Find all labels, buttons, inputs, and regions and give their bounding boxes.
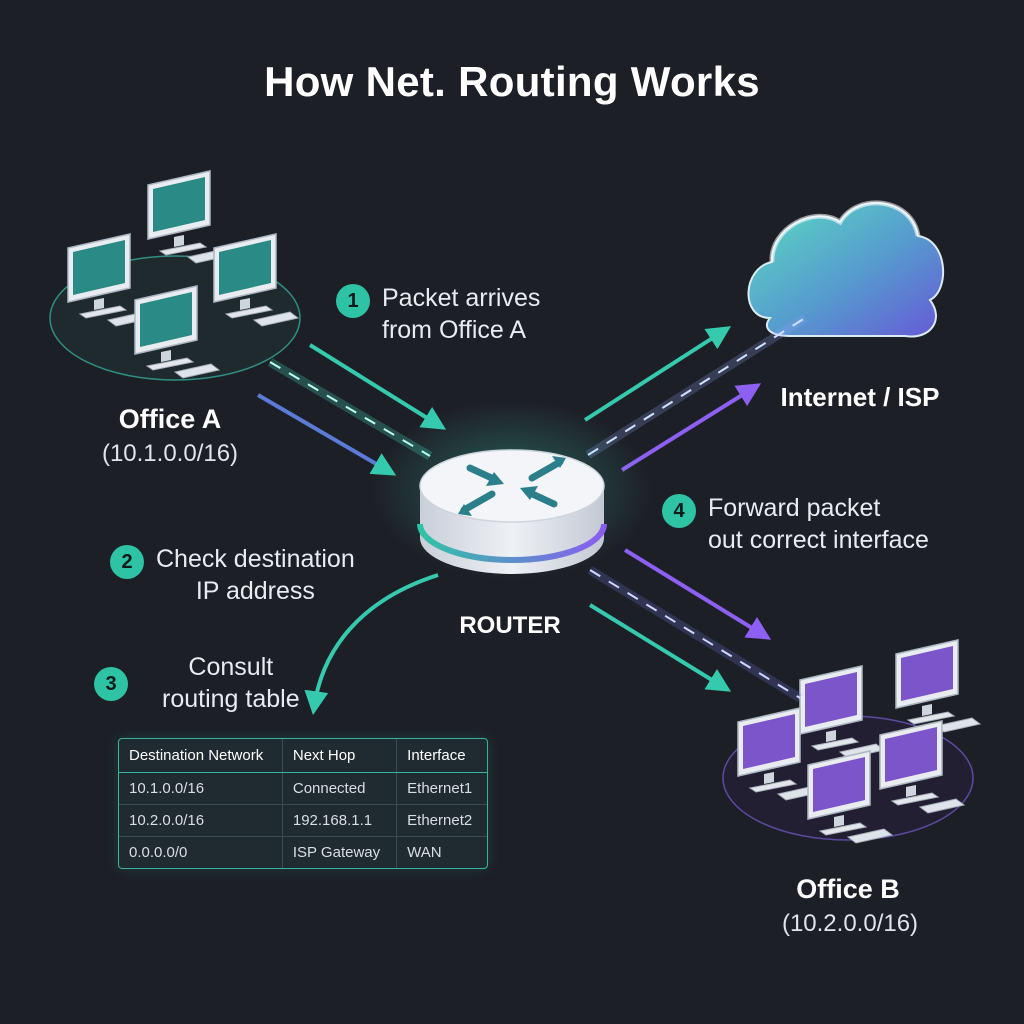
office-a-cluster bbox=[49, 170, 301, 381]
step-2-badge: 2 bbox=[110, 545, 144, 579]
routing-table-header: Destination Network Next Hop Interface bbox=[119, 739, 487, 773]
step-4-text: Forward packet out correct interface bbox=[708, 494, 929, 554]
step-2-text: Check destination IP address bbox=[156, 545, 355, 605]
step-1-text: Packet arrives from Office A bbox=[382, 284, 541, 344]
office-b-subnet: (10.2.0.0/16) bbox=[781, 910, 919, 937]
cell-destination: 10.1.0.0/16 bbox=[119, 772, 283, 805]
cell-interface: Ethernet1 bbox=[396, 772, 487, 805]
page-title: How Net. Routing Works bbox=[264, 58, 760, 105]
router-icon bbox=[372, 400, 652, 580]
table-row: 0.0.0.0/0 ISP Gateway WAN bbox=[119, 836, 487, 868]
step-3-text: Consult routing table bbox=[162, 653, 300, 713]
cell-next-hop: 192.168.1.1 bbox=[281, 804, 397, 837]
cell-destination: 10.2.0.0/16 bbox=[119, 804, 283, 837]
cloud-icon bbox=[747, 200, 945, 338]
office-b-name: Office B bbox=[796, 874, 900, 904]
internet-label: Internet / ISP bbox=[780, 382, 940, 412]
cell-next-hop: ISP Gateway bbox=[281, 836, 397, 868]
office-a-subnet: (10.1.0.0/16) bbox=[101, 440, 239, 467]
step-3: 3 Consult routing table bbox=[94, 651, 300, 715]
office-a-name: Office A bbox=[118, 404, 222, 434]
step-1-badge: 1 bbox=[336, 284, 370, 318]
router-label: ROUTER bbox=[459, 612, 561, 639]
cell-next-hop: Connected bbox=[281, 772, 397, 805]
office-b-cluster bbox=[722, 639, 981, 844]
table-row: 10.1.0.0/16 Connected Ethernet1 bbox=[119, 772, 487, 805]
header-interface: Interface bbox=[396, 739, 487, 773]
cell-destination: 0.0.0.0/0 bbox=[119, 836, 283, 868]
header-next-hop: Next Hop bbox=[281, 739, 397, 773]
table-row: 10.2.0.0/16 192.168.1.1 Ethernet2 bbox=[119, 804, 487, 837]
routing-table: Destination Network Next Hop Interface 1… bbox=[118, 738, 488, 869]
cell-interface: WAN bbox=[396, 836, 487, 868]
step-4-badge: 4 bbox=[662, 494, 696, 528]
step-4: 4 Forward packet out correct interface bbox=[662, 492, 929, 556]
cell-interface: Ethernet2 bbox=[396, 804, 487, 837]
step-2: 2 Check destination IP address bbox=[110, 543, 355, 607]
step-3-badge: 3 bbox=[94, 667, 128, 701]
step-1: 1 Packet arrives from Office A bbox=[336, 282, 540, 346]
header-destination: Destination Network bbox=[119, 739, 283, 773]
